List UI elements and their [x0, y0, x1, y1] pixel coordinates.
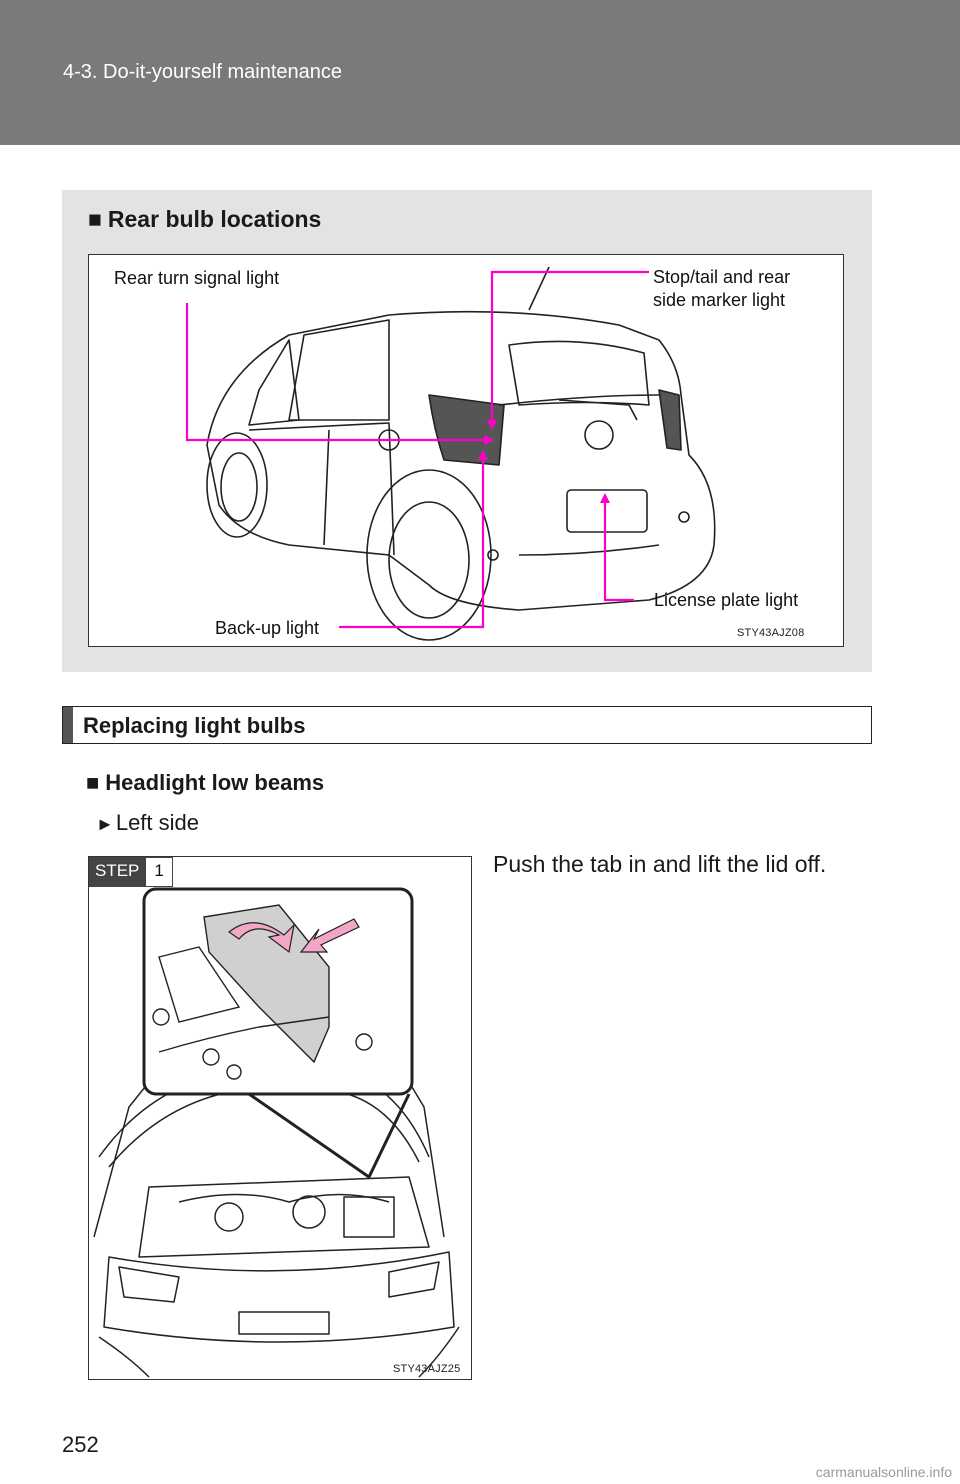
page-number: 252 — [62, 1432, 99, 1457]
section-title: 4-3. Do-it-yourself maintenance — [63, 61, 343, 83]
step-instruction: Push the tab in and lift the lid off. — [493, 851, 827, 877]
section-heading: Replacing light bulbs — [83, 713, 306, 738]
bullet-square-icon: ■ — [88, 206, 102, 232]
rear-car-illustration — [185, 266, 716, 641]
section-accent — [63, 707, 73, 743]
step-figure: STEP 1 STY43AJZ25 — [88, 856, 472, 1380]
figure-code: STY43AJZ25 — [393, 1363, 461, 1375]
bullet-square-icon: ■ — [86, 770, 100, 795]
step-badge: STEP 1 — [89, 857, 173, 887]
rear-bulb-panel: ■Rear bulb locations — [62, 190, 872, 672]
page-header: 4-3. Do-it-yourself maintenance — [0, 0, 960, 145]
figure-code: STY43AJZ08 — [737, 627, 805, 639]
side-label: ►Left side — [96, 810, 199, 835]
step-number: 1 — [145, 857, 173, 887]
headlight-heading: ■Headlight low beams — [86, 770, 325, 795]
section-heading-bar: Replacing light bulbs — [62, 706, 872, 744]
step-label: STEP — [89, 857, 146, 887]
triangle-arrow-icon: ► — [96, 814, 114, 834]
callout-license-plate-light: License plate light — [654, 590, 799, 610]
callout-rear-turn-signal: Rear turn signal light — [114, 268, 280, 288]
engine-bay-illustration — [93, 887, 460, 1378]
callout-stop-tail-light: Stop/tail and rear side marker light — [653, 267, 791, 310]
watermark: carmanualsonline.info — [815, 1464, 952, 1480]
rear-bulb-heading: ■Rear bulb locations — [88, 206, 322, 232]
callout-back-up-light: Back-up light — [215, 618, 320, 638]
rear-bulb-figure: Rear turn signal light Stop/tail and rea… — [88, 254, 844, 647]
